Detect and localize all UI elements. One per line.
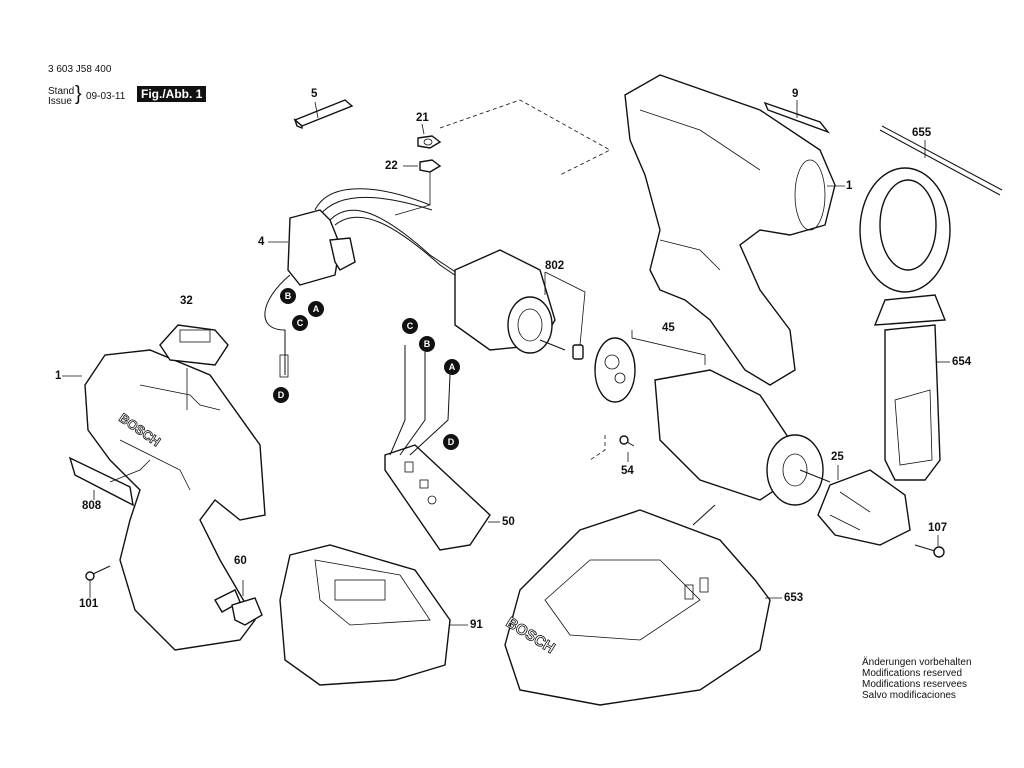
part-label-32[interactable]: 32: [180, 295, 193, 307]
leader-lines: [62, 100, 950, 626]
svg-text:C: C: [407, 321, 414, 331]
wire-marker-board-B: B: [419, 336, 435, 352]
figure-label: Fig./Abb. 1: [137, 86, 207, 102]
wire-marker-switch-A: A: [308, 301, 324, 317]
part-label-9[interactable]: 9: [792, 88, 799, 100]
part-label-107[interactable]: 107: [928, 522, 948, 534]
part-label-4[interactable]: 4: [258, 236, 265, 248]
part-4-switch[interactable]: [279, 209, 356, 378]
svg-text:B: B: [285, 291, 292, 301]
issue-label: Issue: [48, 96, 72, 107]
leader-802: [544, 271, 586, 346]
part-label-5[interactable]: 5: [311, 88, 318, 100]
wire-marker-switch-D: D: [273, 387, 289, 403]
note-es: Salvo modificaciones: [862, 690, 956, 701]
modification-notes: Änderungen vorbehalten Modifications res…: [862, 657, 972, 701]
part-9-strip[interactable]: [763, 101, 831, 134]
guide-line: [589, 435, 606, 461]
part-654-auxiliary-handle[interactable]: [859, 167, 951, 481]
brace-icon: }: [75, 83, 82, 105]
svg-text:A: A: [449, 362, 456, 372]
part-21-clip[interactable]: [417, 135, 442, 149]
wiring-harness: [264, 188, 466, 375]
svg-text:D: D: [448, 437, 455, 447]
note-fr: Modifications reservees: [862, 679, 968, 690]
svg-text:D: D: [278, 390, 285, 400]
leader-45: [631, 330, 706, 365]
part-653-charger[interactable]: [504, 504, 771, 706]
svg-text:C: C: [297, 318, 304, 328]
stand-label: Stand: [48, 86, 75, 97]
wire-marker-board-A: A: [444, 359, 460, 375]
wire-marker-board-C: C: [402, 318, 418, 334]
part-91-battery[interactable]: [279, 544, 451, 686]
wire-marker-board-D: D: [443, 434, 459, 450]
part-label-45[interactable]: 45: [662, 322, 675, 334]
part-107-screw[interactable]: [914, 544, 945, 558]
part-1-housing-right[interactable]: [624, 74, 836, 386]
part-655-depth-stop-rod[interactable]: [879, 125, 1003, 196]
part-802-motor[interactable]: [454, 249, 584, 360]
part-25-chuck[interactable]: [817, 469, 911, 546]
part-label-101[interactable]: 101: [79, 598, 99, 610]
svg-text:B: B: [424, 339, 431, 349]
svg-text:A: A: [313, 304, 320, 314]
part-label-25[interactable]: 25: [831, 451, 844, 463]
part-5-cover[interactable]: [293, 99, 354, 130]
part-label-50[interactable]: 50: [502, 516, 515, 528]
leader-808: [109, 459, 151, 483]
guide-line: [439, 99, 611, 176]
part-label-60[interactable]: 60: [234, 555, 247, 567]
part-50-circuit-board[interactable]: [384, 345, 491, 551]
part-1-housing-left[interactable]: [84, 349, 266, 651]
part-22-connector[interactable]: [394, 159, 442, 216]
part-54-screw[interactable]: [619, 435, 635, 447]
part-101-screw[interactable]: [85, 565, 111, 581]
part-label-654[interactable]: 654: [952, 356, 972, 368]
part-label-802[interactable]: 802: [545, 260, 565, 272]
issue-date: 09-03-11: [86, 91, 126, 102]
wire-marker-switch-B: B: [280, 288, 296, 304]
note-de: Änderungen vorbehalten: [862, 657, 972, 668]
part-label-1-left[interactable]: 1: [55, 370, 62, 382]
part-808-label[interactable]: [68, 456, 134, 507]
part-label-21[interactable]: 21: [416, 112, 429, 124]
part-label-655[interactable]: 655: [912, 127, 932, 139]
part-label-54[interactable]: 54: [621, 465, 634, 477]
part-label-22[interactable]: 22: [385, 160, 398, 172]
part-label-91[interactable]: 91: [470, 619, 483, 631]
part-32-switch-cover[interactable]: [159, 324, 229, 366]
part-number: 3 603 J58 400: [48, 64, 112, 75]
part-label-808[interactable]: 808: [82, 500, 102, 512]
part-45-gearbox[interactable]: [594, 337, 831, 506]
part-label-1-right[interactable]: 1: [846, 180, 853, 192]
note-en: Modifications reserved: [862, 668, 963, 679]
part-60-cap[interactable]: [214, 589, 263, 626]
wire-marker-switch-C: C: [292, 315, 308, 331]
part-label-653[interactable]: 653: [784, 592, 804, 604]
